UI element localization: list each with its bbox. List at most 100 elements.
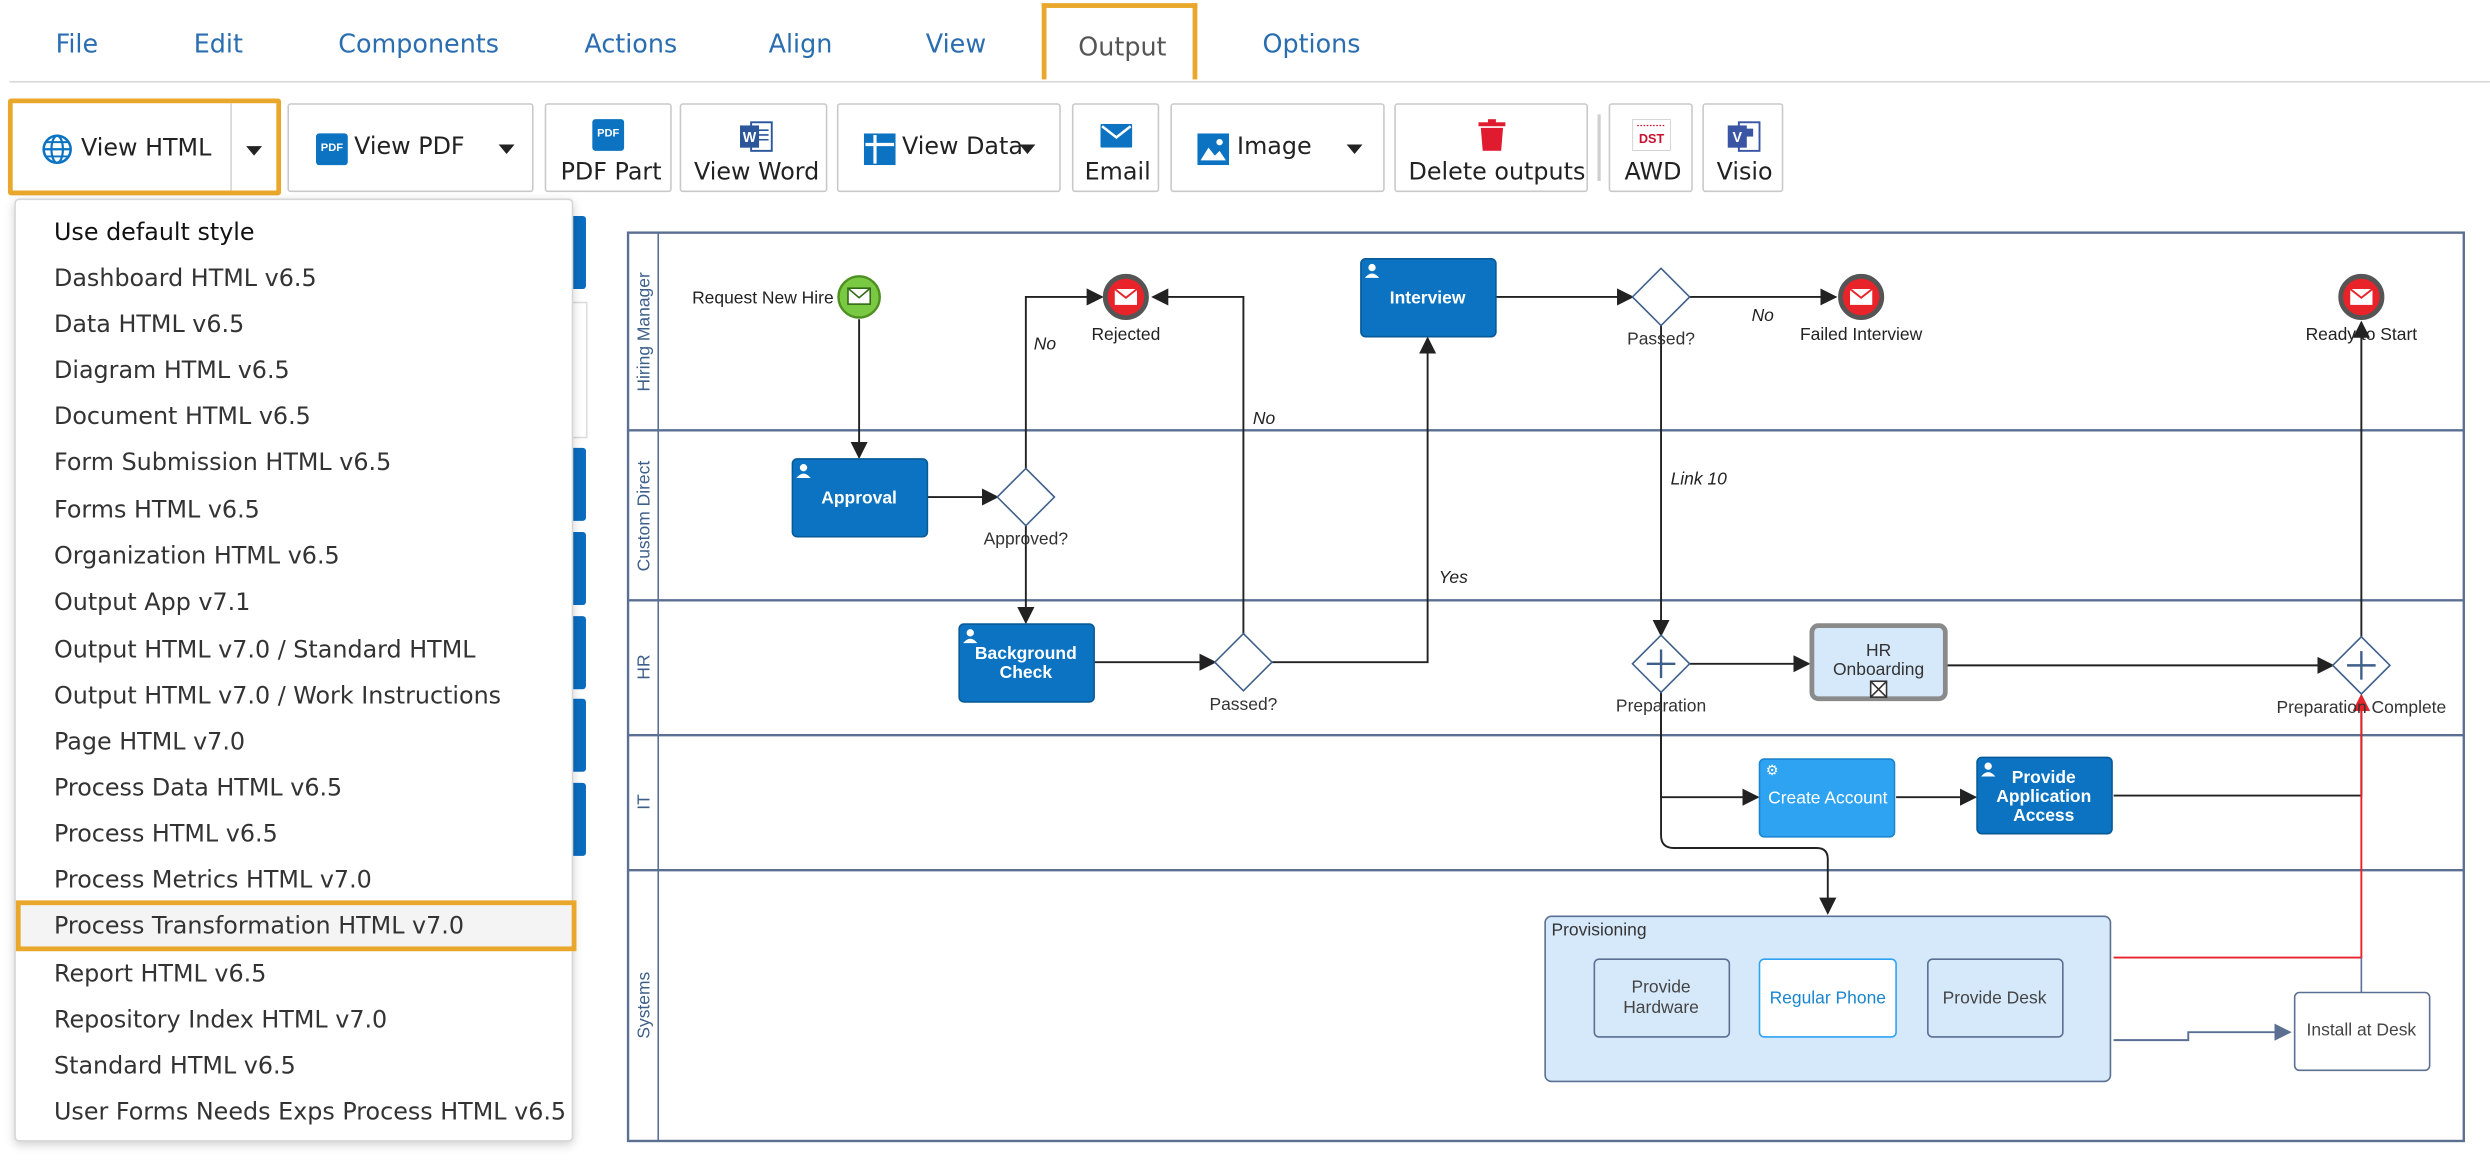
chevron-down-icon[interactable] bbox=[246, 146, 263, 156]
flow-label: Link 10 bbox=[1671, 468, 1728, 488]
flow-label: Yes bbox=[1439, 567, 1468, 587]
event-label: Request New Hire bbox=[692, 287, 834, 307]
flow-label: No bbox=[1034, 333, 1057, 353]
word-icon: W bbox=[738, 119, 773, 160]
svg-text:Approval: Approval bbox=[821, 487, 897, 507]
task-install-at-desk[interactable]: Install at Desk bbox=[2293, 991, 2431, 1072]
menu-output[interactable]: Output bbox=[1041, 3, 1198, 80]
task-provide-hardware[interactable]: Provide Hardware bbox=[1593, 958, 1731, 1038]
style-option[interactable]: Organization HTML v6.5 bbox=[53, 541, 340, 571]
html-style-dropdown: Use default style Dashboard HTML v6.5 Da… bbox=[14, 198, 577, 1142]
awd-icon: DST bbox=[1631, 118, 1672, 157]
end-event-ready-to-start[interactable] bbox=[2338, 273, 2385, 320]
task-approval[interactable]: Approval bbox=[791, 458, 929, 538]
view-pdf-label: View PDF bbox=[354, 131, 465, 161]
pdf-icon: PDF bbox=[316, 133, 348, 166]
gateway-approved[interactable] bbox=[996, 467, 1056, 527]
svg-text:Provide Desk: Provide Desk bbox=[1943, 988, 2047, 1008]
svg-text:Onboarding: Onboarding bbox=[1833, 659, 1924, 679]
flow-label: No bbox=[1752, 305, 1775, 325]
pdf-icon: PDF bbox=[592, 119, 625, 151]
style-option[interactable]: Use default style bbox=[53, 217, 255, 247]
style-option[interactable]: Process Data HTML v6.5 bbox=[53, 773, 343, 802]
view-pdf-button[interactable]: PDF View PDF bbox=[287, 103, 534, 193]
view-html-button[interactable]: View HTML bbox=[7, 98, 282, 196]
trash-icon bbox=[1478, 119, 1506, 157]
task-create-account[interactable]: ⚙ Create Account bbox=[1758, 758, 1896, 838]
style-option-selected[interactable]: Process Transformation HTML v7.0 bbox=[53, 911, 465, 941]
gateway-label: Preparation Complete bbox=[2276, 697, 2446, 717]
end-event-failed-interview[interactable] bbox=[1838, 273, 1885, 320]
gateway-passed-hr[interactable] bbox=[1213, 632, 1274, 692]
gateway-passed-hm[interactable] bbox=[1631, 267, 1691, 327]
svg-text:⚙: ⚙ bbox=[1766, 763, 1779, 779]
task-background-check[interactable]: Background Check bbox=[958, 623, 1095, 703]
chevron-down-icon[interactable] bbox=[498, 144, 515, 155]
menu-actions[interactable]: Actions bbox=[584, 28, 678, 59]
menu-align[interactable]: Align bbox=[768, 28, 833, 59]
style-option[interactable]: Page HTML v7.0 bbox=[53, 727, 246, 756]
image-label: Image bbox=[1237, 131, 1312, 161]
svg-text:Hardware: Hardware bbox=[1623, 997, 1699, 1017]
task-provide-desk[interactable]: Provide Desk bbox=[1927, 958, 2064, 1038]
style-option[interactable]: Document HTML v6.5 bbox=[53, 401, 311, 431]
selected-item-highlight bbox=[15, 900, 577, 952]
style-option[interactable]: Repository Index HTML v7.0 bbox=[53, 1005, 388, 1034]
table-icon bbox=[863, 133, 896, 171]
svg-text:Access: Access bbox=[2013, 805, 2074, 825]
visio-button[interactable]: V Visio bbox=[1702, 103, 1784, 193]
gateway-preparation[interactable] bbox=[1631, 634, 1691, 694]
email-button[interactable]: Email bbox=[1071, 103, 1160, 193]
event-label: Rejected bbox=[1091, 324, 1160, 344]
style-option[interactable]: Output HTML v7.0 / Work Instructions bbox=[53, 681, 502, 710]
gateway-label: Preparation bbox=[1616, 695, 1706, 715]
svg-text:Regular Phone: Regular Phone bbox=[1770, 988, 1886, 1008]
visio-label: Visio bbox=[1716, 157, 1773, 186]
start-event-request-new-hire[interactable] bbox=[837, 275, 881, 319]
svg-text:Install at Desk: Install at Desk bbox=[2307, 1019, 2417, 1039]
image-button[interactable]: Image bbox=[1170, 103, 1385, 193]
style-option[interactable]: Forms HTML v6.5 bbox=[53, 495, 260, 525]
task-interview[interactable]: Interview bbox=[1360, 258, 1497, 338]
gateway-label: Passed? bbox=[1627, 329, 1695, 349]
view-html-label: View HTML bbox=[80, 133, 212, 162]
image-icon bbox=[1197, 133, 1230, 171]
view-word-button[interactable]: W View Word bbox=[679, 103, 828, 193]
svg-text:HR: HR bbox=[1866, 640, 1891, 660]
end-event-rejected[interactable] bbox=[1102, 273, 1149, 320]
style-option[interactable]: Dashboard HTML v6.5 bbox=[53, 263, 317, 293]
awd-button[interactable]: DST AWD bbox=[1608, 103, 1693, 193]
style-option[interactable]: Diagram HTML v6.5 bbox=[53, 355, 290, 385]
lane-label-systems: Systems bbox=[633, 971, 653, 1038]
svg-text:Provisioning: Provisioning bbox=[1551, 919, 1646, 939]
style-option[interactable]: Process Metrics HTML v7.0 bbox=[53, 865, 372, 895]
style-option[interactable]: Process HTML v6.5 bbox=[53, 819, 278, 848]
task-hr-onboarding[interactable]: HR Onboarding bbox=[1809, 623, 1948, 702]
view-data-button[interactable]: View Data bbox=[836, 103, 1061, 193]
style-option[interactable]: Standard HTML v6.5 bbox=[53, 1051, 296, 1080]
style-option[interactable]: Output App v7.1 bbox=[53, 587, 251, 617]
menu-file[interactable]: File bbox=[55, 28, 99, 59]
task-provide-application-access[interactable]: Provide Application Access bbox=[1976, 756, 2113, 835]
svg-text:Check: Check bbox=[1000, 662, 1053, 682]
style-option[interactable]: Output HTML v7.0 / Standard HTML bbox=[53, 635, 476, 664]
style-option[interactable]: Data HTML v6.5 bbox=[53, 309, 245, 339]
flow-connector bbox=[1151, 288, 1245, 636]
style-option[interactable]: Report HTML v6.5 bbox=[53, 959, 267, 988]
menu-components[interactable]: Components bbox=[338, 28, 500, 59]
chevron-down-icon[interactable] bbox=[1019, 144, 1036, 155]
style-option[interactable]: User Forms Needs Exps Process HTML v6.5 bbox=[53, 1097, 567, 1126]
menu-view[interactable]: View bbox=[925, 28, 987, 59]
delete-outputs-button[interactable]: Delete outputs bbox=[1394, 103, 1588, 193]
menu-options[interactable]: Options bbox=[1262, 28, 1361, 59]
style-option[interactable]: Form Submission HTML v6.5 bbox=[53, 447, 392, 477]
event-label: Ready to Start bbox=[2306, 324, 2418, 344]
chevron-down-icon[interactable] bbox=[1346, 144, 1363, 155]
pdf-part-button[interactable]: PDF PDF Part bbox=[544, 103, 672, 193]
task-regular-phone[interactable]: Regular Phone bbox=[1758, 958, 1897, 1038]
menu-edit[interactable]: Edit bbox=[193, 28, 243, 59]
svg-text:W: W bbox=[743, 130, 757, 146]
gateway-preparation-complete[interactable] bbox=[2331, 635, 2392, 696]
svg-text:Provide: Provide bbox=[2012, 767, 2076, 787]
